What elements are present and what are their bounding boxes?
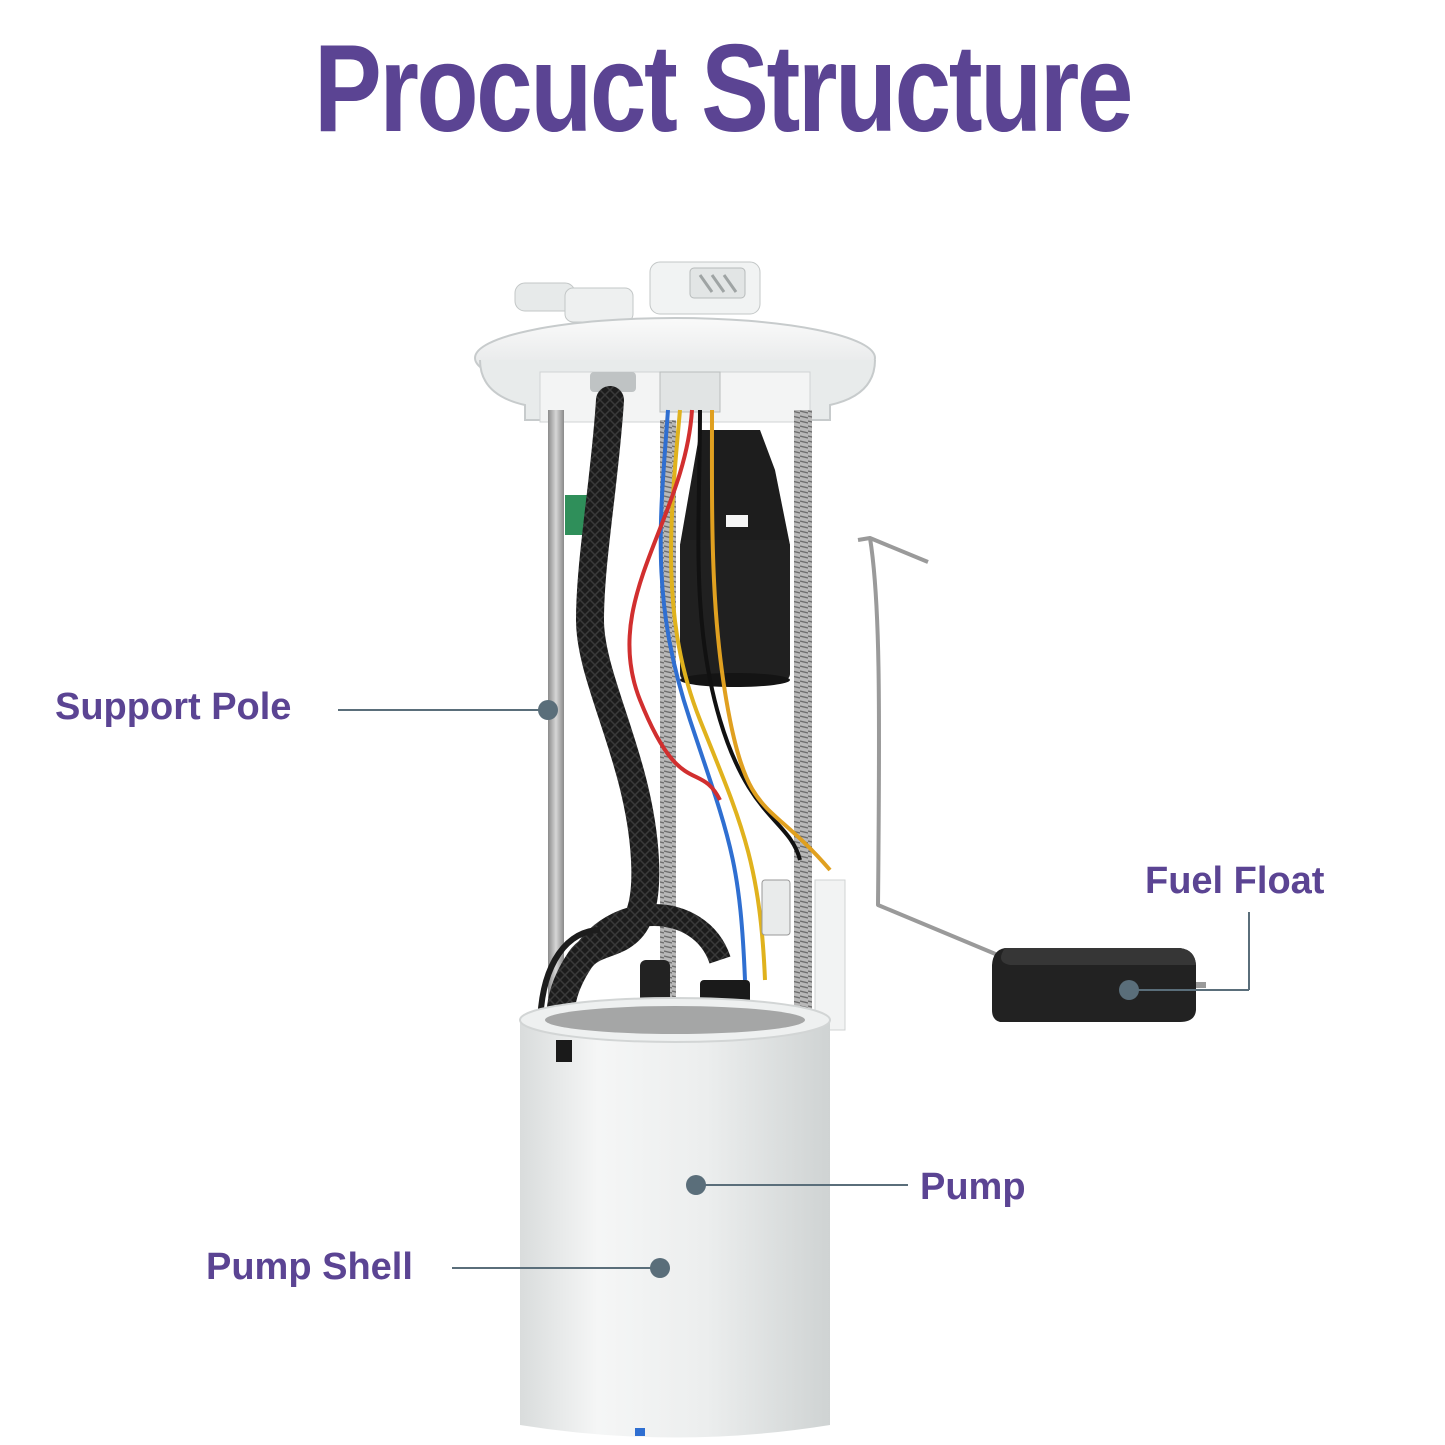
braided-hose-loop	[570, 904, 731, 966]
fuel-float-body	[992, 948, 1206, 1022]
sensor-board	[565, 495, 587, 535]
braided-fuel-hose	[546, 386, 660, 1044]
float-arm	[857, 536, 1006, 960]
callout-leaders	[338, 700, 1250, 1278]
page-title: Procuct Structure	[313, 20, 1133, 158]
clip-connector	[761, 879, 791, 936]
label-pump-shell: Pump Shell	[206, 1246, 413, 1288]
threaded-rod-right	[794, 410, 812, 1030]
mounting-flange	[474, 317, 876, 423]
label-fuel-float: Fuel Float	[1145, 860, 1325, 902]
filter-canister	[680, 430, 790, 687]
wiring-harness	[627, 409, 832, 981]
dot-pump-shell	[650, 1258, 670, 1278]
label-support-pole: Support Pole	[55, 686, 292, 728]
label-pump: Pump	[920, 1166, 1026, 1208]
dot-pump	[686, 1175, 706, 1195]
dot-support-pole	[538, 700, 558, 720]
support-pole-left	[548, 410, 564, 1030]
dot-fuel-float	[1119, 980, 1139, 1000]
pump-shell-body	[519, 997, 831, 1438]
side-bracket	[814, 879, 846, 1031]
top-connectors	[514, 261, 761, 323]
